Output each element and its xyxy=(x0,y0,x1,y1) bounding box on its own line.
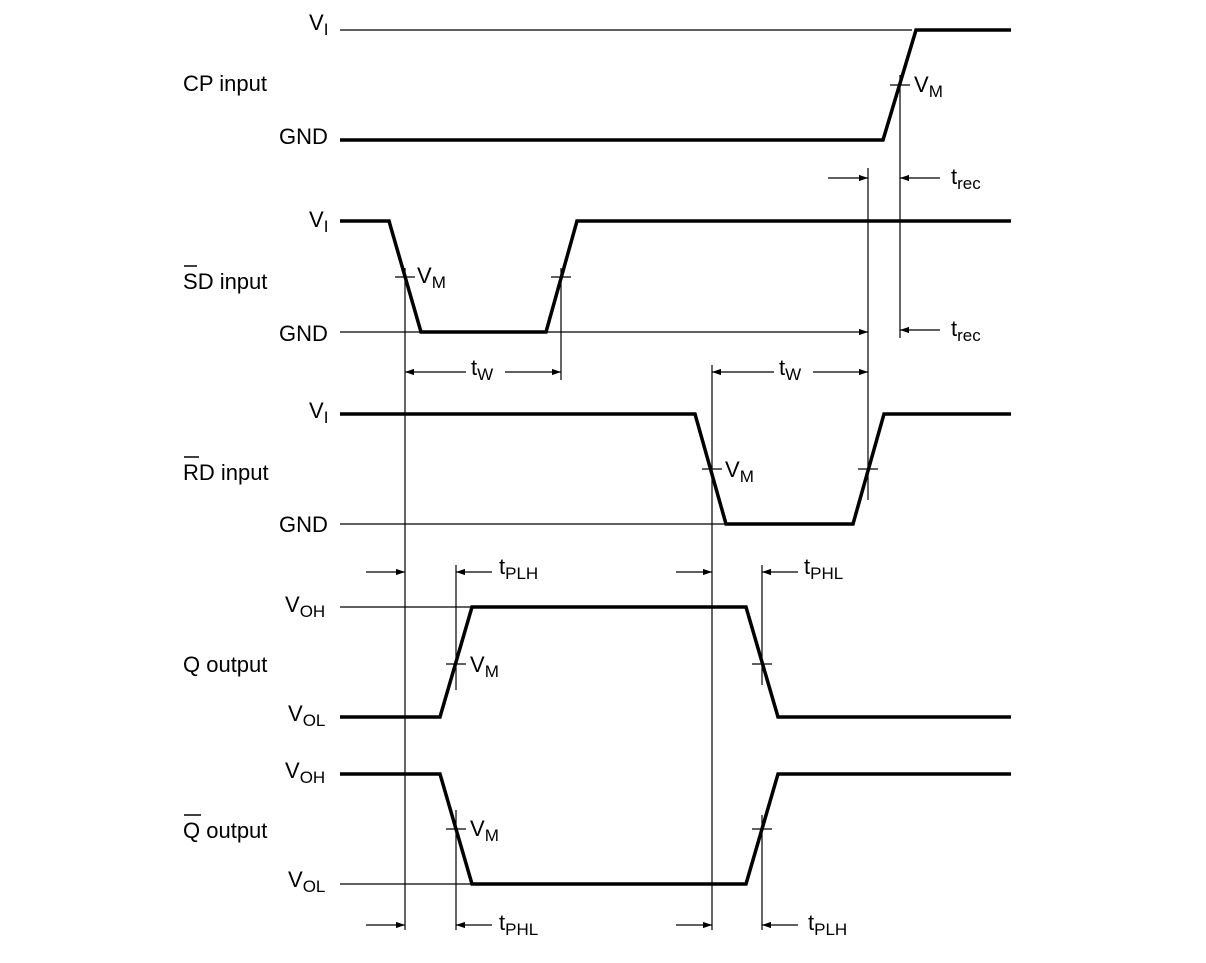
level-reference-lines xyxy=(340,29,912,885)
q-output-waveform xyxy=(340,605,1011,719)
qbar-vm-label: VM xyxy=(470,816,499,845)
q-low-level-label: VOL xyxy=(288,701,325,730)
tw-rd-label: tW xyxy=(779,355,801,384)
qbar-high-level-label: VOH xyxy=(285,758,325,787)
tplh-qbar-label: tPLH xyxy=(808,910,847,939)
tphl-q-label: tPHL xyxy=(804,554,843,583)
sd-vm-label: VM xyxy=(417,263,446,292)
cp-input-waveform xyxy=(340,28,1011,142)
tplh-q-label: tPLH xyxy=(499,554,538,583)
vertical-reference-lines xyxy=(404,75,901,930)
trec-bottom-label: trec xyxy=(951,316,981,345)
rd-input-label: RD input xyxy=(183,456,269,485)
q-output-label: Q output xyxy=(183,652,267,677)
vm-crossing-ticks xyxy=(395,84,910,830)
svg-text:RD input: RD input xyxy=(183,460,269,485)
tphl-qbar-label: tPHL xyxy=(499,910,538,939)
qbar-low-level-label: VOL xyxy=(288,867,325,896)
cp-low-level-label: GND xyxy=(279,124,328,149)
sd-low-level-label: GND xyxy=(279,321,328,346)
cp-vm-label: VM xyxy=(914,72,943,101)
cp-high-level-label: VI xyxy=(309,10,328,39)
svg-text:SD input: SD input xyxy=(183,269,267,294)
qbar-output-waveform xyxy=(340,772,1011,886)
rd-low-level-label: GND xyxy=(279,512,328,537)
qbar-output-label: Q output xyxy=(183,814,267,843)
cp-input-label: CP input xyxy=(183,71,267,96)
svg-text:Q output: Q output xyxy=(183,818,267,843)
q-vm-label: VM xyxy=(470,652,499,681)
sd-input-label: SD input xyxy=(183,265,267,294)
rd-high-level-label: VI xyxy=(309,398,328,427)
q-high-level-label: VOH xyxy=(285,592,325,621)
sd-input-waveform xyxy=(340,219,1011,334)
tw-sd-label: tW xyxy=(471,355,493,384)
rd-input-waveform xyxy=(340,412,1011,526)
sd-high-level-label: VI xyxy=(309,207,328,236)
trec-top-label: trec xyxy=(951,164,981,193)
rd-vm-label: VM xyxy=(725,457,754,486)
